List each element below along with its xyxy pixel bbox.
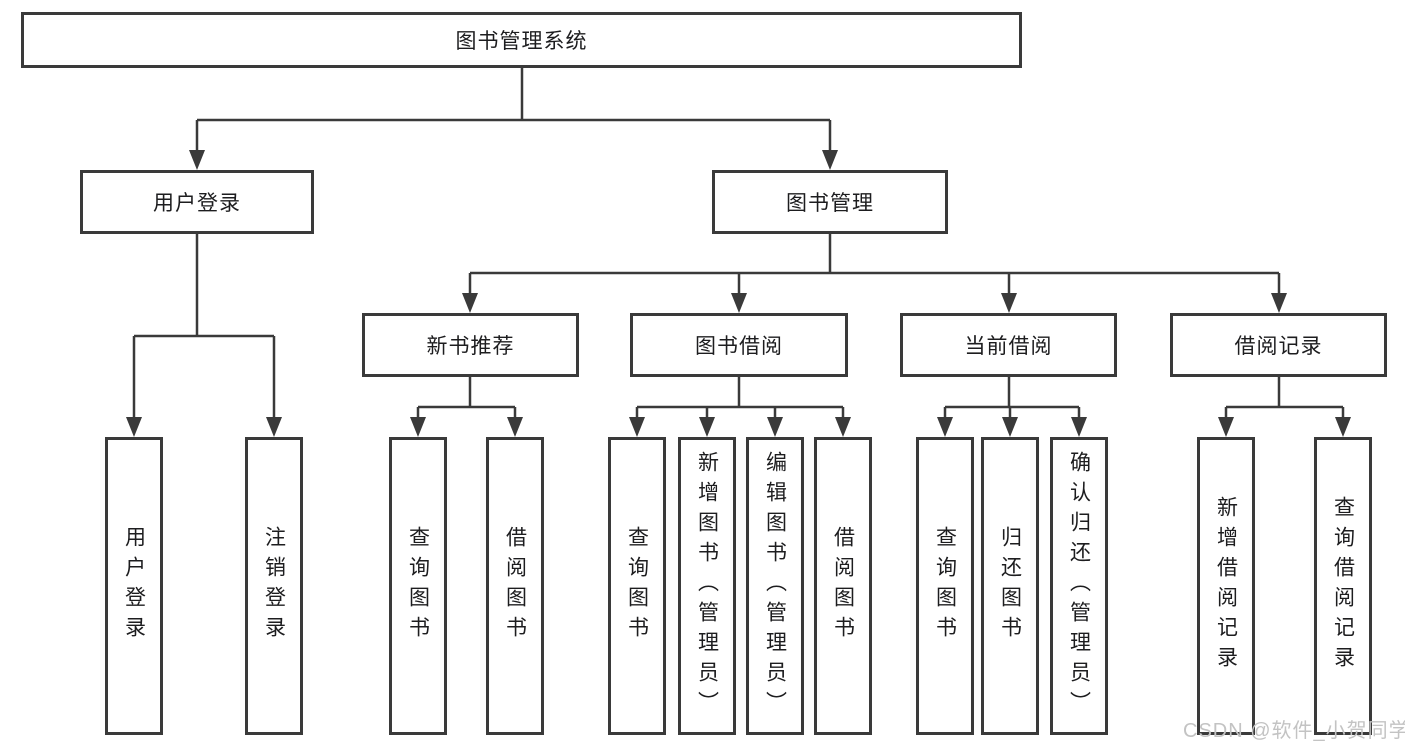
node-current-borrowing-label: 当前借阅 [964, 335, 1053, 358]
leaf-current-return-books-label: 归还图书 [998, 526, 1022, 646]
leaf-recommend-query-books-label: 查询图书 [406, 526, 430, 646]
leaf-record-query-borrow-record-label: 查询借阅记录 [1331, 496, 1355, 676]
node-current-borrowing: 当前借阅 [900, 313, 1117, 377]
leaf-borrow-borrow-books: 借阅图书 [814, 437, 872, 735]
leaf-borrow-edit-books-admin-label: 编辑图书（管理员） [763, 451, 787, 721]
leaf-borrow-borrow-books-label: 借阅图书 [831, 526, 855, 646]
leaf-record-query-borrow-record: 查询借阅记录 [1314, 437, 1372, 735]
leaf-borrow-add-books-admin: 新增图书（管理员） [678, 437, 736, 735]
leaf-current-query-books: 查询图书 [916, 437, 974, 735]
node-book-management: 图书管理 [712, 170, 948, 234]
leaf-current-confirm-return-admin-label: 确认归还（管理员） [1067, 451, 1091, 721]
node-user-login-label: 用户登录 [153, 192, 241, 215]
leaf-borrow-add-books-admin-label: 新增图书（管理员） [695, 451, 719, 721]
leaf-user-login-label: 用户登录 [122, 526, 146, 646]
leaf-recommend-query-books: 查询图书 [389, 437, 447, 735]
leaf-borrow-query-books-label: 查询图书 [625, 526, 649, 646]
leaf-current-confirm-return-admin: 确认归还（管理员） [1050, 437, 1108, 735]
leaf-current-query-books-label: 查询图书 [933, 526, 957, 646]
node-book-borrowing: 图书借阅 [630, 313, 848, 377]
leaf-record-add-borrow-record-label: 新增借阅记录 [1214, 496, 1238, 676]
leaf-recommend-borrow-books: 借阅图书 [486, 437, 544, 735]
leaf-user-login: 用户登录 [105, 437, 163, 735]
node-borrowing-records-label: 借阅记录 [1234, 335, 1323, 358]
leaf-logout-login-label: 注销登录 [262, 526, 286, 646]
node-borrowing-records: 借阅记录 [1170, 313, 1387, 377]
leaf-borrow-edit-books-admin: 编辑图书（管理员） [746, 437, 804, 735]
node-new-book-recommend: 新书推荐 [362, 313, 579, 377]
leaf-borrow-query-books: 查询图书 [608, 437, 666, 735]
leaf-logout-login: 注销登录 [245, 437, 303, 735]
csdn-watermark: CSDN @软件_小贺同学 [1183, 720, 1405, 742]
node-user-login: 用户登录 [80, 170, 314, 234]
node-book-borrowing-label: 图书借阅 [695, 335, 783, 358]
node-book-management-label: 图书管理 [786, 192, 874, 215]
leaf-record-add-borrow-record: 新增借阅记录 [1197, 437, 1255, 735]
node-root-system: 图书管理系统 [21, 12, 1022, 68]
leaf-recommend-borrow-books-label: 借阅图书 [503, 526, 527, 646]
node-new-book-recommend-label: 新书推荐 [426, 335, 515, 358]
leaf-current-return-books: 归还图书 [981, 437, 1039, 735]
node-root-system-label: 图书管理系统 [455, 30, 588, 53]
